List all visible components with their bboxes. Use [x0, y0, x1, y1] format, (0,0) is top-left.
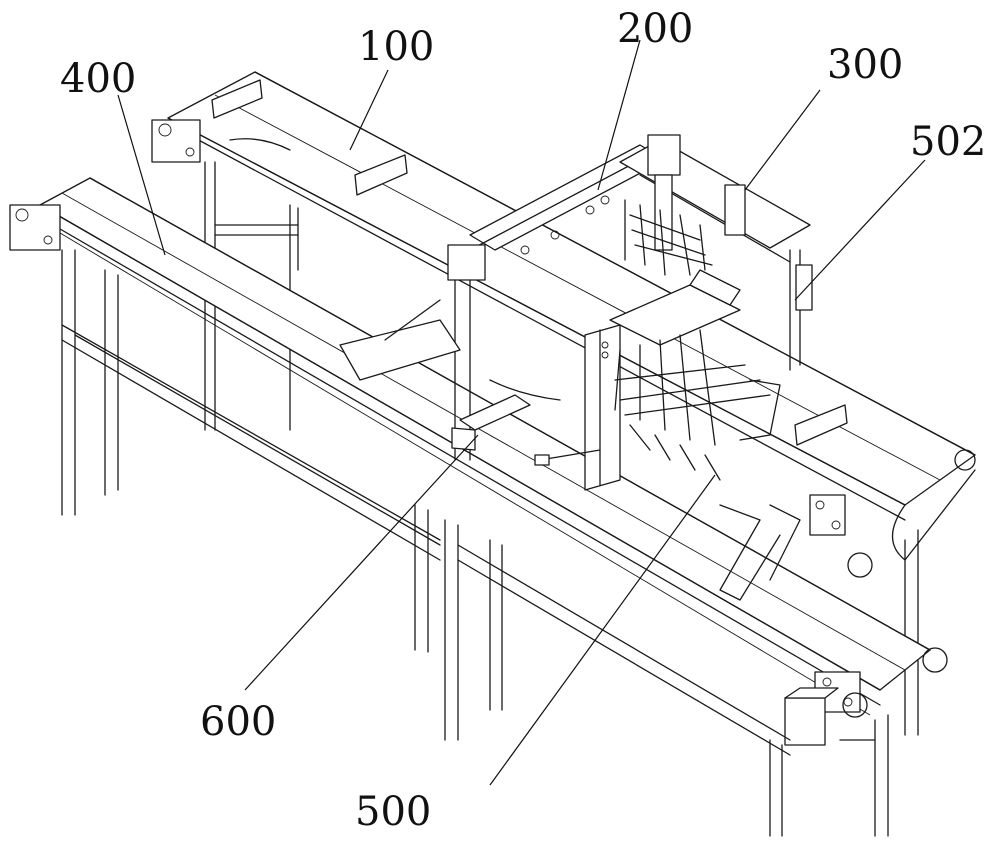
callout-400: 400 — [60, 56, 136, 102]
leader-300 — [744, 89, 821, 191]
callout-100: 100 — [358, 24, 434, 70]
leader-lines — [117, 39, 926, 786]
upper-conveyor-100 — [151, 71, 976, 736]
callout-502: 502 — [910, 119, 986, 165]
callout-200: 200 — [617, 6, 693, 52]
leader-100 — [349, 69, 389, 151]
leader-502 — [794, 159, 926, 301]
callout-500: 500 — [355, 789, 431, 835]
leader-200 — [597, 39, 641, 191]
gantry-frame-200 — [447, 134, 813, 461]
gripper-assembly-500 — [339, 199, 801, 601]
leader-400 — [117, 94, 166, 256]
callout-labels: 100 200 300 400 502 500 600 — [60, 6, 986, 835]
leader-600 — [244, 434, 479, 691]
callout-300: 300 — [827, 42, 903, 88]
leader-500 — [489, 474, 716, 786]
callout-600: 600 — [200, 699, 276, 745]
